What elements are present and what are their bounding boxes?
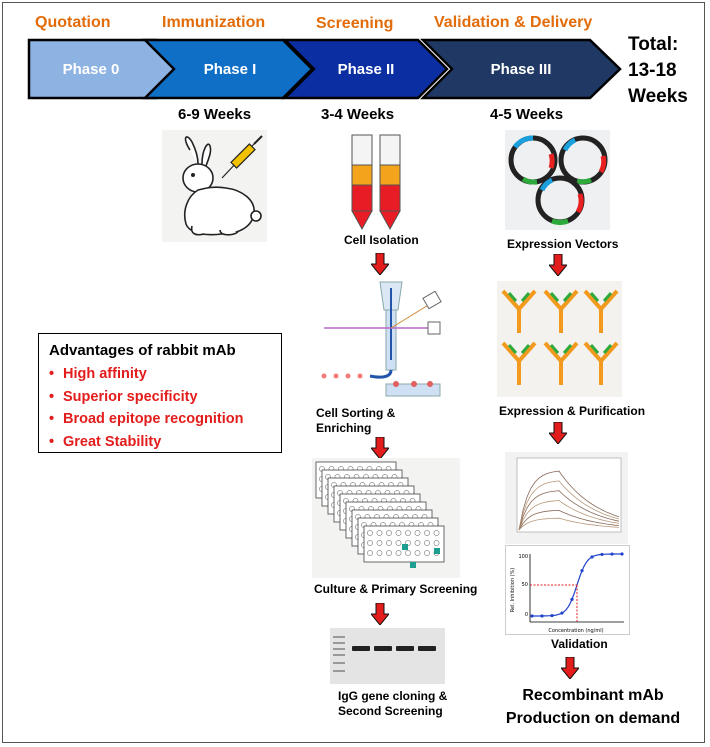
gel-image xyxy=(330,628,445,684)
phase-1-weeks: 6-9 Weeks xyxy=(178,106,252,123)
phase-1-chevron xyxy=(141,38,314,100)
phase-chevron-bar: Phase 0 Phase I Phase II Phase III xyxy=(27,38,622,100)
data-point xyxy=(550,613,554,618)
down-arrow-icon xyxy=(371,603,389,625)
down-arrow-icon xyxy=(549,422,567,444)
dose-tick-100: 100 xyxy=(518,554,528,560)
phase-3-weeks: 4-5 Weeks xyxy=(490,106,564,123)
data-point xyxy=(570,597,574,601)
final-line-2: Production on demand xyxy=(505,710,681,727)
data-point xyxy=(590,555,594,559)
dose-response-image: Rel. Inhibition (%) Concentration (ng/ml… xyxy=(505,545,630,635)
antibody xyxy=(501,341,537,385)
dose-tick-50: 50 xyxy=(522,582,528,588)
well-plates-image xyxy=(312,458,460,578)
total-duration: Total: 13-18 Weeks xyxy=(628,32,688,110)
culture-caption: Culture & Primary Screening xyxy=(314,582,478,596)
total-unit: Weeks xyxy=(628,86,688,107)
binding-curve xyxy=(518,470,620,531)
advantages-box: Advantages of rabbit mAb High affinity S… xyxy=(38,333,282,453)
advantage-item: Broad epitope recognition xyxy=(49,408,281,431)
antibody xyxy=(583,289,619,333)
phase-2-chevron xyxy=(281,38,449,100)
data-point xyxy=(620,552,624,556)
down-arrow-icon xyxy=(371,253,389,275)
rabbit-syringe-icon xyxy=(182,135,263,236)
phase-0-label: Phase 0 xyxy=(63,61,120,78)
phase-3-label: Phase III xyxy=(491,61,552,78)
phase-2-label: Phase II xyxy=(338,61,395,78)
well-plates-icon xyxy=(315,461,445,568)
advantage-item: Great Stability xyxy=(49,431,281,454)
advantages-list: High affinity Superior specificity Broad… xyxy=(49,363,281,453)
phase-1-title: Immunization xyxy=(162,14,266,31)
final-line-1: Recombinant mAb xyxy=(522,687,664,704)
validation-caption: Validation xyxy=(551,637,608,651)
antibody xyxy=(583,341,619,385)
positive-well xyxy=(434,548,440,554)
antibody xyxy=(501,289,537,333)
down-arrow-icon xyxy=(561,657,579,679)
vectors-caption: Expression Vectors xyxy=(507,237,619,251)
vectors-image xyxy=(505,130,610,230)
data-point xyxy=(610,552,614,556)
down-arrow-icon xyxy=(371,437,389,459)
antibodies-icon xyxy=(501,289,619,385)
binding-curve xyxy=(518,490,620,531)
purification-caption: Expression & Purification xyxy=(499,404,646,418)
plasmid-vectors-icon xyxy=(508,135,608,225)
phase-2-title: Screening xyxy=(316,15,394,32)
binding-curves-image xyxy=(505,452,628,544)
dose-ylabel: Rel. Inhibition (%) xyxy=(510,568,516,613)
antibody xyxy=(543,341,579,385)
cell-sorting-caption: Cell Sorting & Enriching xyxy=(316,406,396,435)
antibody xyxy=(543,289,579,333)
cell-isolation-caption: Cell Isolation xyxy=(344,233,419,247)
positive-well xyxy=(410,562,416,568)
total-label: Total: xyxy=(628,34,679,55)
total-range: 13-18 xyxy=(628,60,677,81)
data-point xyxy=(560,611,564,615)
advantage-item: High affinity xyxy=(49,363,281,386)
phase-2-weeks: 3-4 Weeks xyxy=(321,106,395,123)
dose-response-curve-icon: Rel. Inhibition (%) Concentration (ng/ml… xyxy=(510,552,624,634)
positive-well xyxy=(402,544,408,550)
antibodies-image xyxy=(497,281,622,397)
binding-curve xyxy=(518,480,620,531)
gel-bands-icon xyxy=(330,628,445,684)
phase-1-label: Phase I xyxy=(204,61,257,78)
data-point xyxy=(580,569,584,573)
binding-curves-icon xyxy=(516,457,622,533)
dose-xlabel: Concentration (ng/ml) xyxy=(548,628,603,634)
phase-3-chevron xyxy=(419,38,622,100)
flow-cytometer-icon xyxy=(321,281,442,397)
binding-curve xyxy=(518,517,620,531)
binding-curve xyxy=(518,509,620,531)
data-point xyxy=(540,614,544,618)
advantages-title: Advantages of rabbit mAb xyxy=(49,342,236,359)
rabbit-image xyxy=(162,130,267,242)
data-point xyxy=(600,552,604,557)
advantage-item: Superior specificity xyxy=(49,386,281,409)
dose-tick-0: 0 xyxy=(525,612,528,618)
phase-3-title: Validation & Delivery xyxy=(434,14,593,31)
cell-isolation-tubes-icon xyxy=(351,134,401,231)
final-output: Recombinant mAb Production on demand xyxy=(498,684,688,730)
data-point xyxy=(530,614,534,618)
binding-curve xyxy=(518,500,620,531)
cloning-caption: IgG gene cloning & Second Screening xyxy=(338,689,448,718)
phase-0-title: Quotation xyxy=(35,14,111,31)
down-arrow-icon xyxy=(549,254,567,276)
